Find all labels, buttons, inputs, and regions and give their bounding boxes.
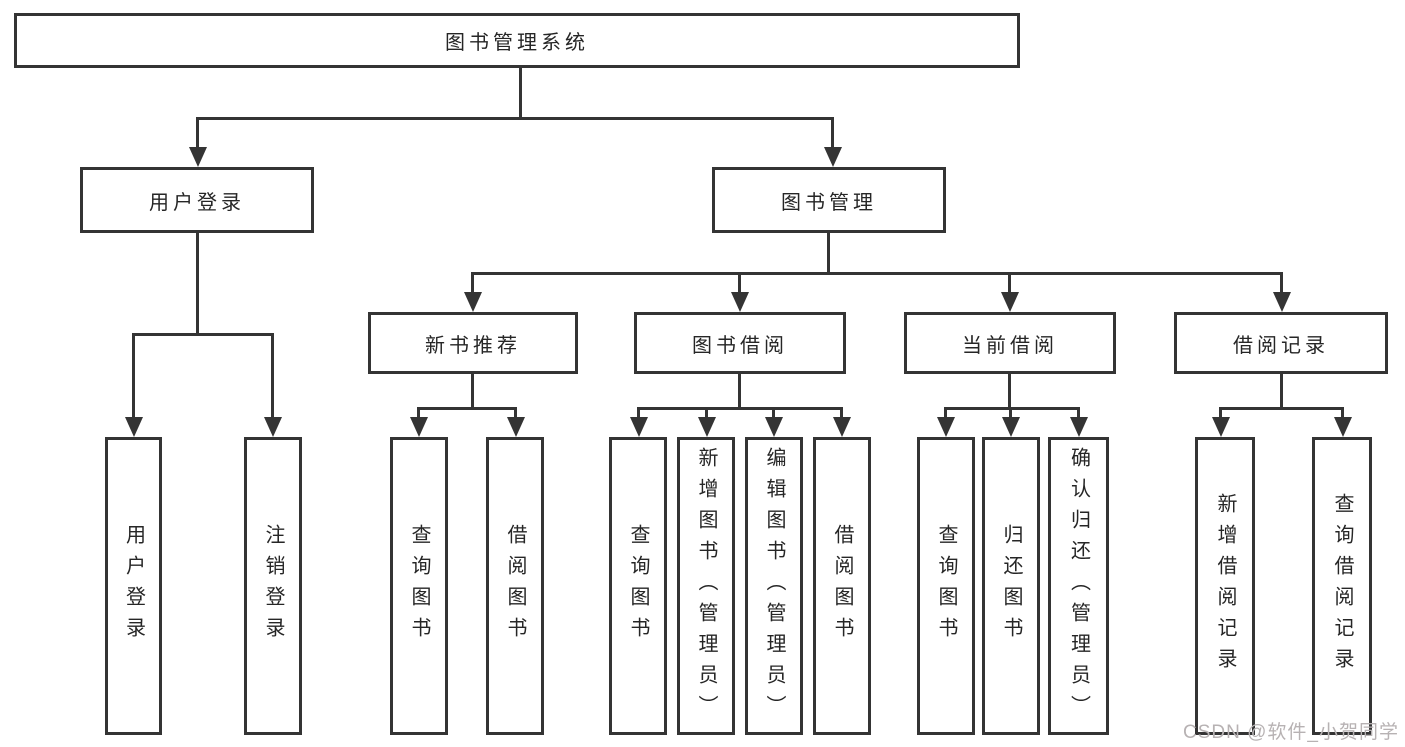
arrow-down-icon: [1000, 272, 1019, 312]
arrow-down-icon: [263, 333, 282, 437]
leaf-add-borrow-record-label: 新增借阅记录: [1214, 493, 1236, 679]
node-book-management-label: 图书管理: [781, 191, 877, 214]
node-borrow-record: 借阅记录: [1174, 312, 1388, 374]
leaf-query-book-current: 查询图书: [917, 437, 975, 735]
arrow-down-icon: [1069, 407, 1088, 437]
connector-borrow-record-stem: [1280, 374, 1283, 410]
arrow-down-icon: [1211, 407, 1230, 437]
arrow-down-icon: [506, 407, 525, 437]
leaf-confirm-return-admin: 确认归还（管理员）: [1048, 437, 1109, 735]
connector-current-borrow-stem: [1008, 374, 1011, 410]
leaf-borrow-book-recommend-label: 借阅图书: [504, 524, 526, 648]
leaf-logout-label: 注销登录: [262, 524, 284, 648]
connector-root-branch: [196, 117, 834, 120]
leaf-user-login-label: 用户登录: [122, 524, 145, 648]
arrow-down-icon: [629, 407, 648, 437]
arrow-down-icon: [764, 407, 783, 437]
arrow-down-icon: [730, 272, 749, 312]
leaf-query-book-current-label: 查询图书: [935, 524, 957, 648]
connector-current-borrow-branch: [944, 407, 1080, 410]
node-new-book-recommend-label: 新书推荐: [425, 334, 521, 357]
leaf-borrow-book: 借阅图书: [813, 437, 871, 735]
leaf-query-borrow-record-label: 查询借阅记录: [1331, 493, 1353, 679]
connector-book-mgmt-stem: [827, 233, 830, 275]
leaf-add-book-admin-label: 新增图书（管理员）: [695, 446, 717, 726]
node-book-management: 图书管理: [712, 167, 946, 233]
leaf-return-book-label: 归还图书: [1000, 524, 1022, 648]
leaf-query-borrow-record: 查询借阅记录: [1312, 437, 1372, 735]
arrow-down-icon: [697, 407, 716, 437]
connector-new-book-stem: [471, 374, 474, 410]
arrow-down-icon: [936, 407, 955, 437]
connector-new-book-branch: [417, 407, 517, 410]
node-new-book-recommend: 新书推荐: [368, 312, 578, 374]
arrow-down-icon: [1001, 407, 1020, 437]
leaf-logout: 注销登录: [244, 437, 302, 735]
connector-book-mgmt-branch: [471, 272, 1282, 275]
node-library-system-label: 图书管理系统: [445, 32, 589, 54]
leaf-query-book-borrow: 查询图书: [609, 437, 667, 735]
node-borrow-record-label: 借阅记录: [1233, 334, 1329, 357]
connector-borrow-record-branch: [1219, 407, 1344, 410]
connector-book-borrow-branch: [637, 407, 843, 410]
leaf-return-book: 归还图书: [982, 437, 1040, 735]
node-book-borrow-label: 图书借阅: [692, 334, 788, 357]
leaf-add-book-admin: 新增图书（管理员）: [677, 437, 735, 735]
arrow-down-icon: [124, 333, 143, 437]
arrow-down-icon: [823, 117, 842, 167]
leaf-query-book-recommend: 查询图书: [390, 437, 448, 735]
connector-root-stem: [519, 68, 522, 120]
node-library-system: 图书管理系统: [14, 13, 1020, 68]
leaf-borrow-book-recommend: 借阅图书: [486, 437, 544, 735]
node-current-borrow-label: 当前借阅: [962, 334, 1058, 357]
connector-user-login-stem: [196, 233, 199, 336]
arrow-down-icon: [832, 407, 851, 437]
leaf-edit-book-admin: 编辑图书（管理员）: [745, 437, 803, 735]
csdn-watermark: CSDN @软件_小贺同学: [1183, 722, 1399, 743]
connector-user-login-branch: [132, 333, 274, 336]
leaf-edit-book-admin-label: 编辑图书（管理员）: [763, 446, 785, 726]
node-book-borrow: 图书借阅: [634, 312, 846, 374]
node-current-borrow: 当前借阅: [904, 312, 1116, 374]
leaf-add-borrow-record: 新增借阅记录: [1195, 437, 1255, 735]
node-user-login-label: 用户登录: [149, 191, 245, 214]
leaf-user-login: 用户登录: [105, 437, 162, 735]
arrow-down-icon: [463, 272, 482, 312]
arrow-down-icon: [1333, 407, 1352, 437]
leaf-confirm-return-admin-label: 确认归还（管理员）: [1067, 446, 1090, 726]
leaf-borrow-book-label: 借阅图书: [831, 524, 853, 648]
leaf-query-book-borrow-label: 查询图书: [627, 524, 649, 648]
arrow-down-icon: [409, 407, 428, 437]
node-user-login: 用户登录: [80, 167, 314, 233]
arrow-down-icon: [1272, 272, 1291, 312]
connector-book-borrow-stem: [738, 374, 741, 410]
leaf-query-book-recommend-label: 查询图书: [408, 524, 430, 648]
arrow-down-icon: [188, 117, 207, 167]
